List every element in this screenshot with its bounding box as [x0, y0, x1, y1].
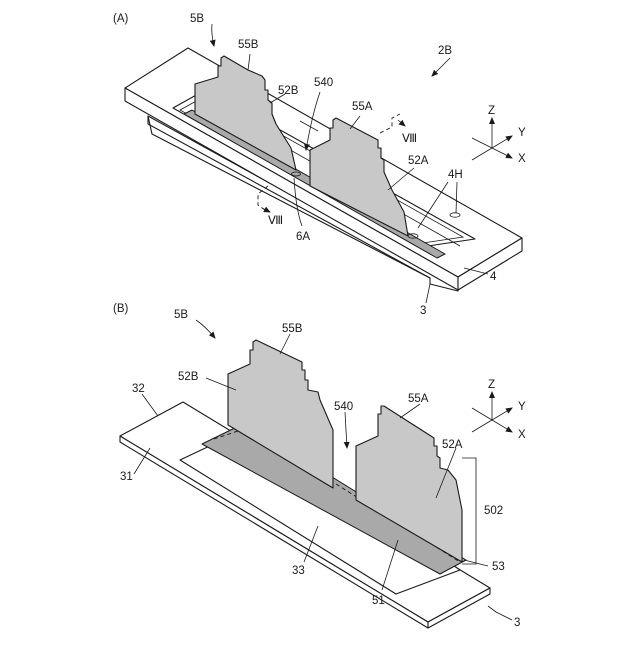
label-4h: 4H [448, 169, 463, 181]
label-52b-b: 52B [178, 371, 199, 383]
leader-2b [432, 58, 450, 76]
axis-y-a: Y [518, 127, 526, 139]
label-4: 4 [490, 271, 497, 283]
axis-x-b: X [518, 429, 526, 441]
leader-5b-a [212, 24, 214, 46]
bracket-502 [462, 458, 476, 564]
panel-a-label: (A) [113, 13, 129, 25]
label-5b-a: 5B [190, 13, 204, 25]
label-3-a: 3 [420, 305, 426, 317]
label-52b-a: 52B [278, 85, 299, 97]
label-2b: 2B [438, 45, 452, 57]
label-53: 53 [492, 561, 505, 573]
label-6a: 6A [296, 231, 310, 243]
label-3-b: 3 [514, 617, 520, 629]
label-540-b: 540 [334, 401, 353, 413]
axis-z-b: Z [488, 379, 495, 391]
label-52a-a: 52A [408, 155, 429, 167]
label-502: 502 [484, 505, 503, 517]
axis-triad-a: Z Y X [472, 105, 526, 165]
label-viii-bottom: Ⅷ [268, 215, 283, 227]
label-55a-b: 55A [408, 393, 429, 405]
label-540-a: 540 [314, 77, 333, 89]
label-viii-top: Ⅷ [402, 133, 417, 145]
label-55b-a: 55B [238, 39, 259, 51]
label-32: 32 [132, 383, 145, 395]
label-33: 33 [292, 565, 305, 577]
label-55b-b: 55B [282, 323, 303, 335]
axis-z-a: Z [488, 105, 495, 117]
panel-a: (A) [113, 13, 526, 317]
axis-y-b: Y [518, 401, 526, 413]
axis-triad-b: Z Y X [472, 379, 526, 441]
label-5b-b: 5B [174, 309, 188, 321]
label-55a-a: 55A [352, 101, 373, 113]
leader-5b-b [196, 320, 215, 338]
label-51: 51 [372, 595, 385, 607]
panel-b-label: (B) [113, 303, 129, 315]
section-line-top [380, 114, 400, 133]
panel-b: (B) 5B 55B [113, 303, 526, 629]
leader-3-b [488, 606, 512, 620]
label-31: 31 [120, 471, 133, 483]
label-52a-b: 52A [442, 439, 463, 451]
axis-x-a: X [518, 153, 526, 165]
leader-540-b [345, 412, 347, 448]
